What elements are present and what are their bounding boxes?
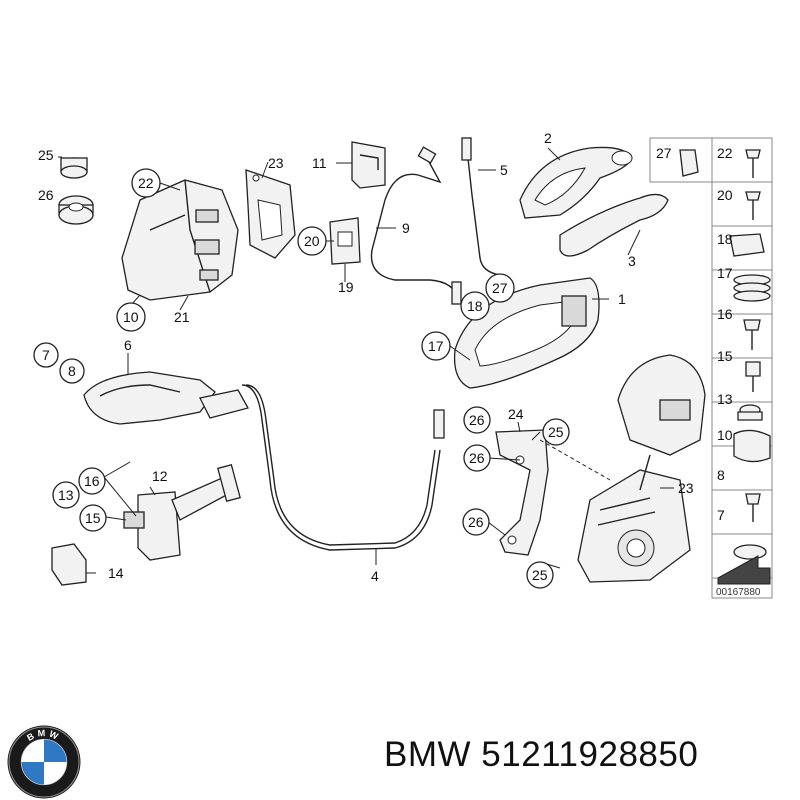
part-24-bracket xyxy=(495,429,549,556)
part-2-handle-carrier xyxy=(519,146,633,219)
callout-20: 20 xyxy=(304,233,320,249)
callout-6: 6 xyxy=(124,337,132,353)
part-23-actuator xyxy=(577,469,691,583)
part-1-inner-handle xyxy=(453,277,600,389)
brand-name: BMW xyxy=(384,735,472,774)
callout-11: 11 xyxy=(312,155,327,171)
logo-letters: BMW xyxy=(25,728,59,743)
part-number: 51211928850 xyxy=(481,735,699,774)
callouts: 25 26 22 23 11 20 19 9 10 21 2 5 3 27 18… xyxy=(33,130,733,589)
callout-23: 23 xyxy=(678,480,694,496)
callout-18: 18 xyxy=(467,298,483,314)
part-19-catch xyxy=(329,217,361,265)
callout-15: 15 xyxy=(85,510,101,526)
callout-2: 2 xyxy=(544,130,552,146)
callout-21: 21 xyxy=(174,309,190,325)
callout-26: 26 xyxy=(38,187,54,203)
table-label-13: 13 xyxy=(717,391,733,407)
callout-27: 27 xyxy=(492,280,508,296)
part-25-bushing xyxy=(60,157,88,179)
callout-5: 5 xyxy=(500,162,508,178)
callout-25: 25 xyxy=(38,147,54,163)
part-caption: BMW 51211928850 xyxy=(384,735,698,775)
table-label-17: 17 xyxy=(717,265,733,281)
bmw-logo: BMW xyxy=(7,725,81,799)
callout-25: 25 xyxy=(532,567,548,583)
callout-22: 22 xyxy=(138,175,154,191)
callout-14: 14 xyxy=(108,565,124,581)
callout-26: 26 xyxy=(469,450,485,466)
table-label-8: 8 xyxy=(717,467,725,483)
callout-8: 8 xyxy=(68,363,76,379)
callout-1: 1 xyxy=(618,291,626,307)
callout-24: 24 xyxy=(508,406,524,422)
part-3-outer-handle xyxy=(559,193,669,257)
callout-7: 7 xyxy=(42,347,50,363)
part-23-bracket xyxy=(245,169,296,259)
table-label-22: 22 xyxy=(717,145,733,161)
part-4-cable xyxy=(241,384,445,551)
part-26-ring xyxy=(58,195,94,225)
callout-10: 10 xyxy=(123,309,139,325)
assembly-outline xyxy=(539,439,611,481)
callout-16: 16 xyxy=(84,473,100,489)
part-22-lock-housing xyxy=(121,179,239,301)
callout-19: 19 xyxy=(338,279,354,295)
callout-3: 3 xyxy=(628,253,636,269)
callout-9: 9 xyxy=(402,220,410,236)
part-9-cable xyxy=(370,146,462,305)
catalog-number: 00167880 xyxy=(716,587,761,598)
callout-25: 25 xyxy=(548,424,564,440)
table-label-7: 7 xyxy=(717,507,725,523)
callout-17: 17 xyxy=(428,338,444,354)
part-lock-module-upper xyxy=(617,354,706,491)
part-12-door-check xyxy=(123,463,241,561)
part-6-door-pull xyxy=(83,371,249,425)
svg-text:BMW: BMW xyxy=(25,728,62,743)
callout-13: 13 xyxy=(58,487,74,503)
side-table xyxy=(649,137,773,599)
part-5-rod xyxy=(461,137,501,276)
table-label-10: 10 xyxy=(717,427,733,443)
table-label-27: 27 xyxy=(656,145,672,161)
callout-4: 4 xyxy=(371,568,379,584)
callout-12: 12 xyxy=(152,468,168,484)
table-label-18: 18 xyxy=(717,231,733,247)
leader-lines xyxy=(58,147,674,574)
callout-26: 26 xyxy=(468,514,484,530)
part-14-stopper xyxy=(51,543,87,586)
callout-23: 23 xyxy=(268,155,284,171)
table-label-15: 15 xyxy=(717,348,733,364)
table-label-20: 20 xyxy=(717,187,733,203)
callout-26: 26 xyxy=(469,412,485,428)
part-11-clip xyxy=(351,141,386,189)
table-label-16: 16 xyxy=(717,306,733,322)
